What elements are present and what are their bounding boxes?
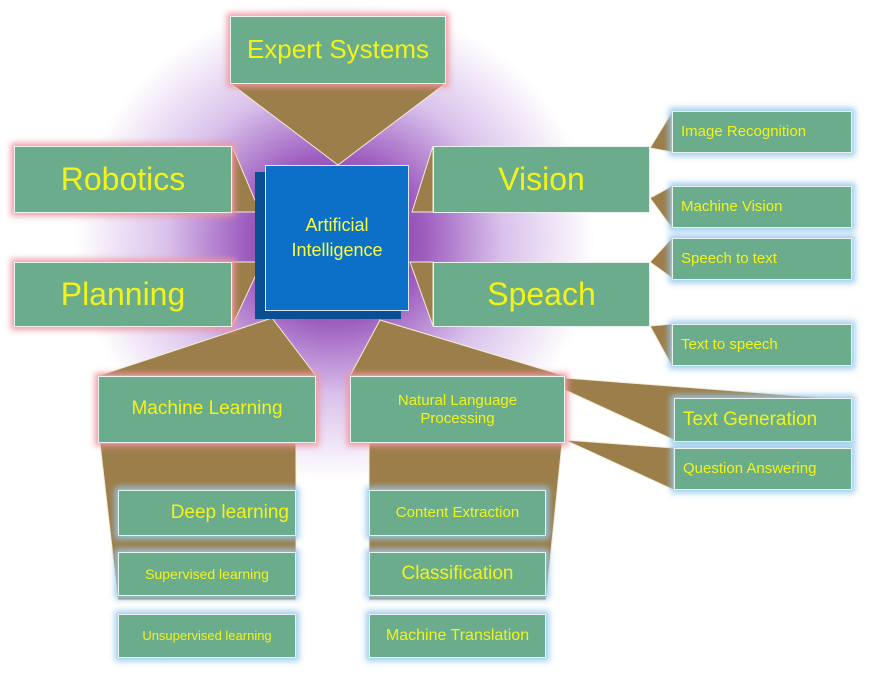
leaf-supervised-learning: Supervised learning [118, 552, 296, 596]
node-expert-systems: Expert Systems [230, 16, 446, 84]
connector-speech [409, 261, 434, 327]
node-speech: Speach [433, 262, 650, 327]
leaf-classification-label: Classification [401, 562, 514, 584]
center-cube-side [255, 172, 265, 318]
center-label-line2: Intelligence [291, 240, 383, 260]
leaf-content-extraction: Content Extraction [369, 490, 546, 536]
node-nlp-label-line1: Natural Language [397, 391, 518, 409]
connector-expert-systems [228, 82, 448, 166]
connector-vision [411, 145, 434, 213]
node-robotics: Robotics [14, 146, 232, 213]
leaf-image-recognition-label: Image Recognition [681, 123, 807, 140]
leaf-machine-translation-label: Machine Translation [385, 627, 530, 645]
leaf-text-to-speech-label: Text to speech [681, 336, 778, 353]
leaf-machine-vision: Machine Vision [672, 186, 852, 228]
connector-robotics [231, 145, 261, 213]
leaf-question-answering: Question Answering [674, 448, 852, 490]
leaf-text-to-speech: Text to speech [672, 324, 852, 366]
leaf-machine-translation: Machine Translation [369, 614, 546, 658]
leaf-deep-learning: Deep learning [118, 490, 296, 536]
leaf-text-generation: Text Generation [674, 398, 852, 442]
leaf-deep-learning-label: Deep learning [170, 501, 289, 523]
center-node-artificial-intelligence: Artificial Intelligence [265, 165, 409, 311]
connector-nlp [349, 319, 566, 377]
leaf-classification: Classification [369, 552, 546, 596]
connector-text-to-speech [649, 323, 673, 367]
leaf-unsupervised-learning-label: Unsupervised learning [142, 628, 272, 644]
node-nlp: Natural Language Processing [350, 376, 565, 443]
leaf-image-recognition: Image Recognition [672, 111, 852, 153]
node-speech-label: Speach [487, 276, 596, 313]
center-label-line1: Artificial [305, 214, 369, 235]
node-nlp-label-line2: Processing [420, 409, 495, 427]
node-vision: Vision [433, 146, 650, 213]
leaf-machine-vision-label: Machine Vision [681, 198, 783, 215]
connector-image-recognition [649, 110, 673, 153]
node-robotics-label: Robotics [60, 161, 186, 198]
leaf-speech-to-text: Speech to text [672, 238, 852, 280]
node-machine-learning: Machine Learning [98, 376, 316, 443]
connector-question-answering [564, 439, 675, 491]
leaf-speech-to-text-label: Speech to text [681, 250, 777, 267]
leaf-supervised-learning-label: Supervised learning [145, 565, 269, 582]
connector-speech-to-text [649, 236, 673, 279]
leaf-content-extraction-label: Content Extraction [395, 504, 520, 521]
connector-planning [231, 261, 263, 327]
leaf-text-generation-label: Text Generation [683, 408, 818, 430]
leaf-unsupervised-learning: Unsupervised learning [118, 614, 296, 658]
node-planning: Planning [14, 262, 232, 327]
center-cube-bottom [255, 311, 401, 319]
node-expert-systems-label: Expert Systems [246, 34, 430, 65]
node-machine-learning-label: Machine Learning [131, 398, 283, 420]
node-planning-label: Planning [60, 276, 186, 313]
connector-machine-vision [649, 185, 673, 230]
node-vision-label: Vision [498, 161, 585, 198]
leaf-question-answering-label: Question Answering [683, 460, 817, 477]
